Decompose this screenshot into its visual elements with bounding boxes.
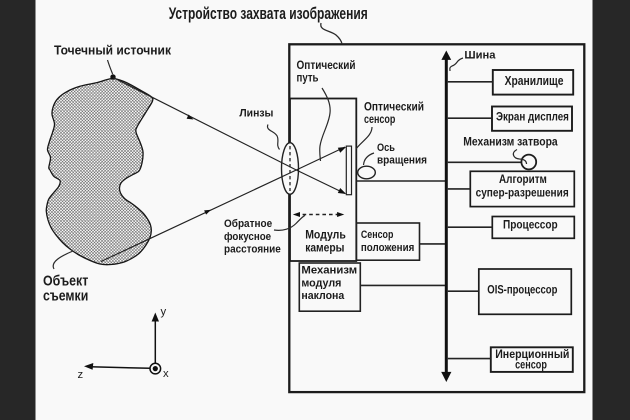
- svg-text:Оптический: Оптический: [297, 59, 356, 72]
- svg-text:камеры: камеры: [305, 242, 344, 255]
- svg-text:положения: положения: [361, 242, 414, 254]
- svg-text:Устройство захвата изображения: Устройство захвата изображения: [169, 4, 368, 23]
- svg-text:сенсор: сенсор: [515, 359, 547, 372]
- svg-text:фокусное: фокусное: [224, 231, 271, 243]
- svg-text:OIS-процессор: OIS-процессор: [487, 283, 557, 297]
- svg-text:Модуль: Модуль: [305, 229, 346, 242]
- svg-text:Линзы: Линзы: [239, 107, 273, 119]
- svg-text:путь: путь: [297, 71, 319, 84]
- svg-text:y: y: [161, 306, 167, 318]
- svg-text:Ось: Ось: [377, 142, 395, 154]
- svg-text:Обратное: Обратное: [224, 218, 272, 230]
- svg-text:Алгоритм: Алгоритм: [499, 173, 547, 186]
- svg-text:Объект: Объект: [43, 272, 88, 289]
- svg-text:вращения: вращения: [377, 154, 427, 166]
- svg-text:Механизм затвора: Механизм затвора: [463, 134, 558, 148]
- svg-text:Хранилище: Хранилище: [505, 74, 564, 88]
- svg-text:x: x: [163, 368, 169, 380]
- svg-text:сенсор: сенсор: [364, 112, 395, 126]
- svg-text:z: z: [78, 369, 84, 381]
- svg-text:Оптический: Оптический: [364, 99, 424, 113]
- svg-text:съемки: съемки: [43, 288, 88, 305]
- svg-text:расстояние: расстояние: [224, 244, 281, 256]
- svg-text:супер-разрешения: супер-разрешения: [476, 187, 569, 200]
- svg-text:модуля: модуля: [301, 277, 341, 289]
- svg-text:Сенсор: Сенсор: [361, 229, 394, 241]
- svg-text:Точечный источник: Точечный источник: [54, 43, 171, 58]
- svg-text:Механизм: Механизм: [301, 265, 357, 277]
- svg-text:Экран дисплея: Экран дисплея: [496, 110, 569, 124]
- svg-text:Процессор: Процессор: [503, 218, 558, 231]
- svg-text:Шина: Шина: [464, 49, 496, 61]
- svg-text:наклона: наклона: [301, 290, 345, 302]
- svg-text:Инерционный: Инерционный: [495, 348, 569, 361]
